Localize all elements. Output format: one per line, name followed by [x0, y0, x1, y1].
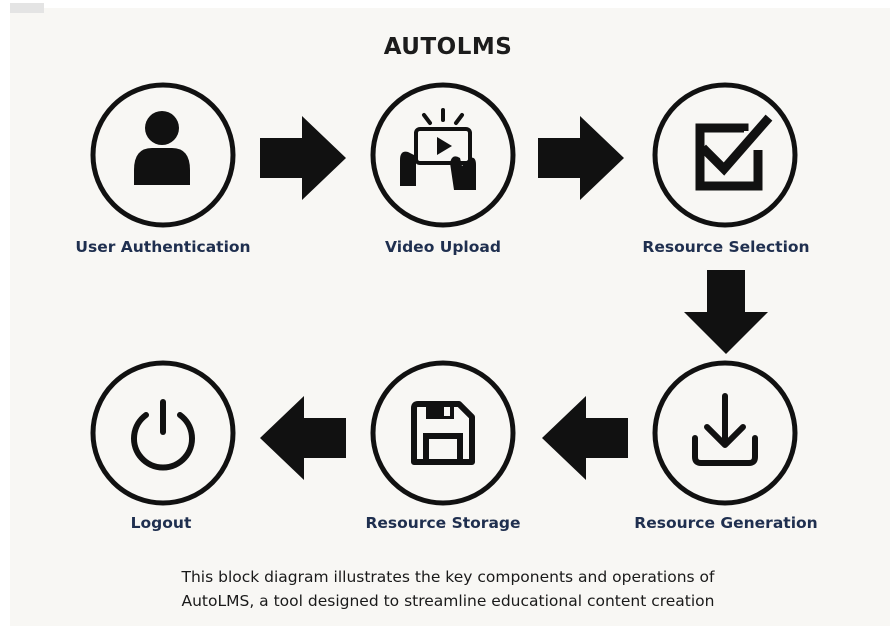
node-logout	[90, 360, 236, 506]
caption-line-1: This block diagram illustrates the key c…	[181, 568, 715, 586]
diagram-title: AUTOLMS	[383, 34, 513, 60]
power-icon	[131, 399, 195, 471]
corner-mark	[10, 3, 44, 13]
arrow-down	[684, 270, 768, 354]
arrow-right-1	[260, 116, 346, 200]
label-user-authentication: User Authentication	[75, 238, 251, 256]
download-icon	[692, 393, 758, 466]
node-resource-generation	[652, 360, 798, 506]
arrow-right-2	[538, 116, 624, 200]
label-resource-generation: Resource Generation	[634, 514, 818, 532]
label-resource-storage: Resource Storage	[365, 514, 521, 532]
node-resource-storage	[370, 360, 516, 506]
node-user-authentication	[90, 82, 236, 228]
node-video-upload	[370, 82, 516, 228]
checkbox-icon	[695, 114, 773, 191]
user-icon	[134, 111, 190, 185]
node-resource-selection	[652, 82, 798, 228]
diagram-caption: This block diagram illustrates the key c…	[0, 565, 896, 613]
label-logout: Logout	[130, 514, 192, 532]
label-resource-selection: Resource Selection	[642, 238, 810, 256]
video-upload-icon	[400, 108, 476, 190]
floppy-disk-icon	[411, 401, 475, 465]
label-video-upload: Video Upload	[385, 238, 501, 256]
arrow-left-2	[260, 396, 346, 480]
arrow-left-1	[542, 396, 628, 480]
caption-line-2: AutoLMS, a tool designed to streamline e…	[181, 592, 715, 610]
